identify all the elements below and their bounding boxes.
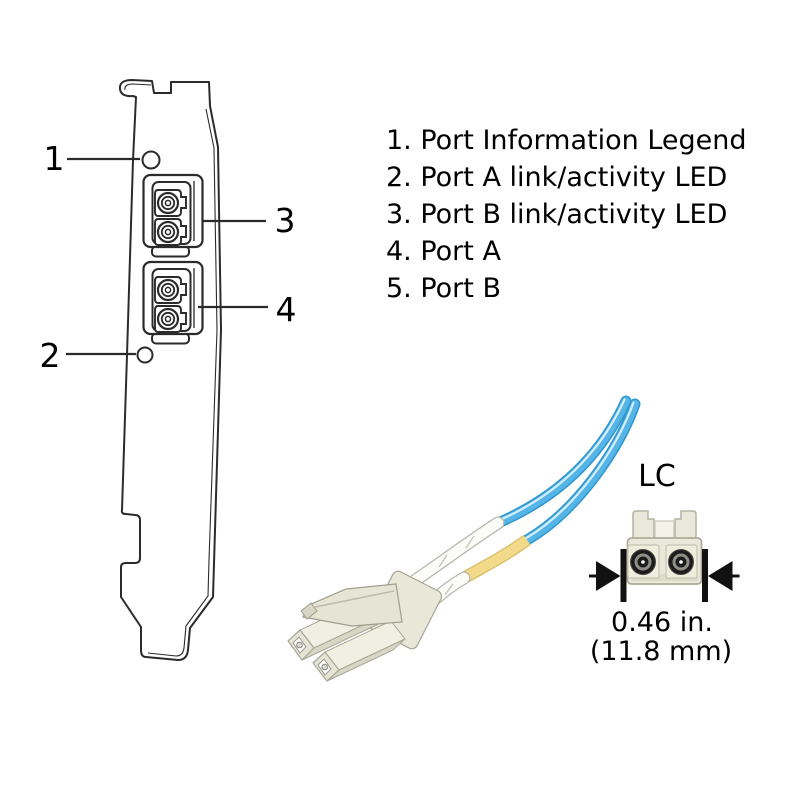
ferrule-ring <box>160 311 176 327</box>
port-information-legend: 1. Port Information Legend 2. Port A lin… <box>386 122 747 307</box>
ferrule-core <box>164 286 172 294</box>
ferrule-ring <box>160 282 176 298</box>
bracket-hook-inner-line <box>124 83 152 91</box>
fiber-a-blue <box>494 397 630 527</box>
port-a-led-hole <box>141 150 161 170</box>
callouts: 1 2 3 4 <box>40 139 297 375</box>
connector-latch <box>302 583 403 627</box>
port-b-led-hole <box>136 346 154 364</box>
lc-cable-illustration <box>287 395 641 682</box>
ferrule-ring <box>156 278 180 302</box>
face-ferrule-right-ring <box>672 553 690 571</box>
fiber-b-highlight <box>524 401 635 540</box>
legend-item: 5. Port B <box>386 273 501 304</box>
ferrule-core <box>164 199 172 207</box>
lc-duplex-connector <box>287 570 443 682</box>
yellow-sleeve <box>461 535 530 583</box>
fiber-cable-blue-pair <box>492 395 641 546</box>
face-body-shadow <box>631 574 698 581</box>
dimension-arrow-left <box>596 561 621 591</box>
dimension-bar-right <box>702 549 708 602</box>
face-ferrule-left-ring <box>634 553 652 571</box>
connector-latch-ridge <box>314 590 395 608</box>
ferrule-core <box>164 315 172 323</box>
dimension-arrow-left-stub <box>589 574 597 578</box>
face-ferrule-left-core <box>641 560 645 564</box>
lc-connector-face-diagram: LC 0.46 in. (11 <box>589 459 740 667</box>
bracket-thickness-line <box>147 108 218 657</box>
boot-yellow-sleeve <box>460 534 531 584</box>
boot-white-a <box>403 516 505 591</box>
boot-segment-line <box>438 554 448 568</box>
callout-4-number: 4 <box>276 290 297 329</box>
ferrule-ring <box>156 307 180 331</box>
face-latch-tab-right <box>674 510 697 542</box>
ferrule-ring <box>160 195 176 211</box>
ferrule-ring <box>160 224 176 240</box>
bracket-outline <box>118 79 222 661</box>
plug-a-ferrule <box>296 641 303 649</box>
callout-1-number: 1 <box>44 139 65 178</box>
dimension-inches: 0.46 in. <box>611 607 713 638</box>
legend-item: 1. Port Information Legend <box>386 125 747 156</box>
legend-item: 2. Port A link/activity LED <box>386 162 728 193</box>
plug-b-ferrule <box>321 663 329 671</box>
ferrule-core <box>164 228 172 236</box>
lc-port-lower <box>142 260 204 345</box>
pci-bracket-illustration <box>118 79 222 661</box>
connector-latch-tab <box>300 602 318 620</box>
lc-label: LC <box>638 459 676 494</box>
ferrule-ring <box>156 220 180 244</box>
boot-a-body <box>404 517 504 590</box>
legend-item: 3. Port B link/activity LED <box>386 199 728 230</box>
lc-port-upper <box>142 173 204 258</box>
boot-segment-line <box>465 535 475 549</box>
dimension-arrow-right <box>708 561 733 591</box>
fiber-a-highlight <box>495 398 626 523</box>
dimension-arrow-right-stub <box>731 574 740 578</box>
callout-3-number: 3 <box>275 201 296 240</box>
boot-segment-line <box>444 583 454 596</box>
dimension-mm: (11.8 mm) <box>590 636 732 667</box>
face-latch-tab-left <box>632 510 655 542</box>
face-ferrule-right-core <box>679 560 683 564</box>
callout-2-number: 2 <box>40 336 61 375</box>
dimension-bar-left <box>620 549 627 602</box>
legend-item: 4. Port A <box>386 236 501 267</box>
ferrule-ring <box>156 191 180 215</box>
fiber-b-blue <box>523 400 639 544</box>
